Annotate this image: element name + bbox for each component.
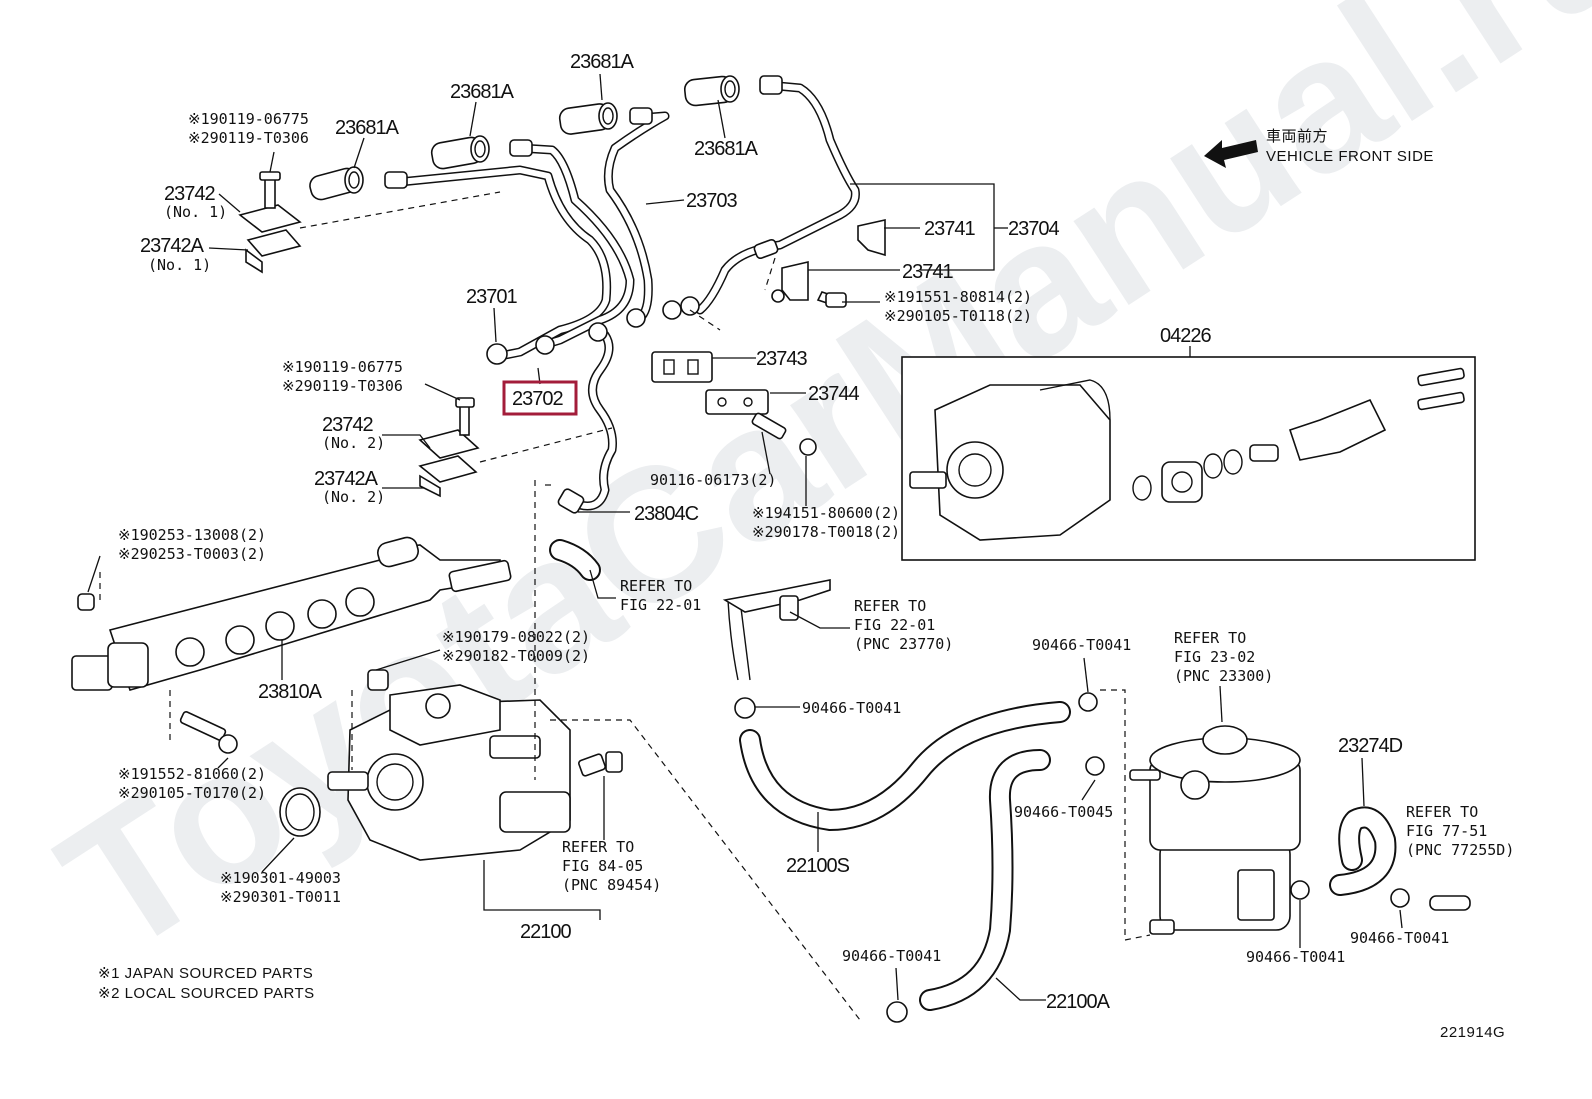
label-ref2-a[interactable]: REFER TO <box>854 597 926 615</box>
nozzle-seal-3 <box>558 102 618 135</box>
note-local-sourced: ※2 LOCAL SOURCED PARTS <box>98 985 315 1002</box>
label-ring-a[interactable]: ※190301-49003 <box>220 869 341 887</box>
label-clamp-1[interactable]: 90466-T0041 <box>802 699 901 717</box>
clamp-23743 <box>651 351 713 383</box>
gasket-kit-inset <box>901 346 1476 561</box>
label-ref2-b[interactable]: FIG 22-01 <box>854 616 935 634</box>
label-23742a-no1[interactable]: 23742A <box>140 235 206 257</box>
fuel-hoses-illustration <box>549 539 1471 1023</box>
label-23274d[interactable]: 23274D <box>1338 735 1404 757</box>
label-ref2-c[interactable]: (PNC 23770) <box>854 635 953 653</box>
label-ring-b[interactable]: ※290301-T0011 <box>220 888 341 906</box>
label-23681a-4[interactable]: 23681A <box>694 138 760 160</box>
label-bolt1-a[interactable]: ※190119-06775 <box>188 110 309 128</box>
label-23741-2[interactable]: 23741 <box>902 261 954 283</box>
label-23741-1[interactable]: 23741 <box>924 218 976 240</box>
label-ref4-c[interactable]: (PNC 89454) <box>562 876 661 894</box>
label-clamp-4[interactable]: 90466-T0041 <box>842 947 941 965</box>
fuel-filter-illustration <box>1100 689 1301 941</box>
label-23742-no2-sub: (No. 2) <box>322 434 385 452</box>
label-22100[interactable]: 22100 <box>520 921 572 943</box>
label-23702[interactable]: 23702 <box>512 388 564 410</box>
supply-pump-illustration <box>279 480 861 1021</box>
label-23704[interactable]: 23704 <box>1008 218 1060 240</box>
label-ref5-a[interactable]: REFER TO <box>1406 803 1478 821</box>
common-rail-illustration <box>71 536 512 754</box>
label-23681a-3[interactable]: 23681A <box>335 117 401 139</box>
label-23742-no1[interactable]: 23742 <box>164 183 216 205</box>
label-23742a-no2-sub: (No. 2) <box>322 488 385 506</box>
label-nut-b[interactable]: ※290178-T0018(2) <box>752 523 900 541</box>
label-nut2-a[interactable]: ※190179-08022(2) <box>442 628 590 646</box>
label-22100a[interactable]: 22100A <box>1046 991 1112 1013</box>
label-ref4-a[interactable]: REFER TO <box>562 838 634 856</box>
injection-pipes-illustration <box>238 75 886 514</box>
label-ref3-b[interactable]: FIG 23-02 <box>1174 648 1255 666</box>
figure-code: 221914G <box>1440 1024 1505 1041</box>
note-japan-sourced: ※1 JAPAN SOURCED PARTS <box>98 965 313 982</box>
label-bolt3-b[interactable]: ※290105-T0118(2) <box>884 307 1032 325</box>
label-cap-b[interactable]: ※290253-T0003(2) <box>118 545 266 563</box>
label-23701[interactable]: 23701 <box>466 286 518 308</box>
label-clamp-2[interactable]: 90466-T0041 <box>1032 636 1131 654</box>
direction-jp: 車両前方 <box>1266 128 1328 145</box>
label-cap-a[interactable]: ※190253-13008(2) <box>118 526 266 544</box>
clamp-23744 <box>705 389 769 415</box>
front-direction-arrow-icon <box>1204 140 1258 168</box>
stud-bolt-90116 <box>751 291 847 456</box>
bracket-23741 <box>771 219 886 303</box>
label-ref1-a[interactable]: REFER TO <box>620 577 692 595</box>
label-nut2-b[interactable]: ※290182-T0009(2) <box>442 647 590 665</box>
label-ref5-b[interactable]: FIG 77-51 <box>1406 822 1487 840</box>
label-clamp-5[interactable]: 90466-T0041 <box>1246 948 1345 966</box>
label-23681a-2[interactable]: 23681A <box>450 81 516 103</box>
label-23742-no1-sub: (No. 1) <box>164 203 227 221</box>
nozzle-seal-1 <box>309 166 364 201</box>
label-ref5-c[interactable]: (PNC 77255D) <box>1406 841 1514 859</box>
nozzle-seal-2 <box>430 135 490 170</box>
clamp-23742-no1 <box>238 171 302 274</box>
label-bolt3-a[interactable]: ※191551-80814(2) <box>884 288 1032 306</box>
label-clamp-3[interactable]: 90466-T0045 <box>1014 803 1113 821</box>
label-ref4-b[interactable]: FIG 84-05 <box>562 857 643 875</box>
label-04226[interactable]: 04226 <box>1160 325 1212 347</box>
part-labels: 23681A 23681A 23681A 23681A 23703 23741 … <box>118 51 1514 1013</box>
highlight-box-23702 <box>502 380 578 416</box>
label-23703[interactable]: 23703 <box>686 190 738 212</box>
label-ref3-a[interactable]: REFER TO <box>1174 629 1246 647</box>
label-90116[interactable]: 90116-06173(2) <box>650 471 776 489</box>
label-23742a-no1-sub: (No. 1) <box>148 256 211 274</box>
label-bolt1-b[interactable]: ※290119-T0306 <box>188 129 309 147</box>
label-23681a-1[interactable]: 23681A <box>570 51 636 73</box>
label-23742a-no2[interactable]: 23742A <box>314 468 380 490</box>
label-23743[interactable]: 23743 <box>756 348 808 370</box>
label-23744[interactable]: 23744 <box>808 383 860 405</box>
label-23742-no2[interactable]: 23742 <box>322 414 374 436</box>
label-bolt2-b[interactable]: ※290119-T0306 <box>282 377 403 395</box>
label-ref3-c[interactable]: (PNC 23300) <box>1174 667 1273 685</box>
label-ref1-b[interactable]: FIG 22-01 <box>620 596 701 614</box>
label-nut-a[interactable]: ※194151-80600(2) <box>752 504 900 522</box>
label-bolt4-b[interactable]: ※290105-T0170(2) <box>118 784 266 802</box>
label-bolt2-a[interactable]: ※190119-06775 <box>282 358 403 376</box>
label-23810a[interactable]: 23810A <box>258 681 324 703</box>
label-clamp-6[interactable]: 90466-T0041 <box>1350 929 1449 947</box>
label-bolt4-a[interactable]: ※191552-81060(2) <box>118 765 266 783</box>
leader-lines <box>87 73 1403 1001</box>
nozzle-seal-4 <box>683 75 740 107</box>
label-23804c[interactable]: 23804C <box>634 503 700 525</box>
label-22100s[interactable]: 22100S <box>786 855 851 877</box>
direction-en: VEHICLE FRONT SIDE <box>1266 148 1434 165</box>
clamp-23742-no2 <box>418 397 480 498</box>
